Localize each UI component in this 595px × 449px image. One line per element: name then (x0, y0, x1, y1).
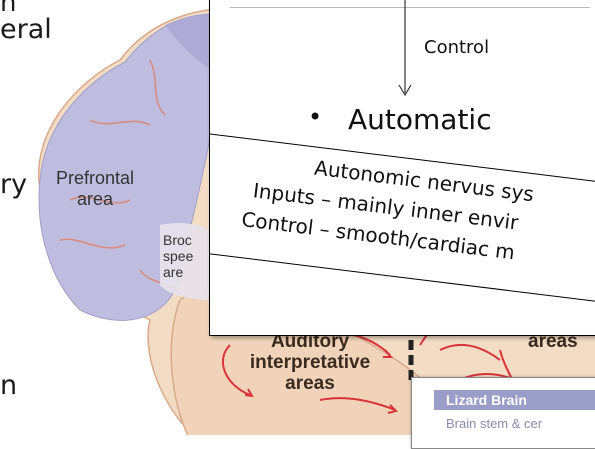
left-fragment-2: eral (0, 14, 52, 45)
lizard-brain-subtitle: Brain stem & cer (434, 416, 542, 431)
slide-overlay: Control • Automatic Autonomic nervus sys… (209, 0, 595, 336)
lizard-brain-title: Lizard Brain (434, 390, 595, 410)
prefrontal-area-label: Prefrontal area (40, 168, 150, 209)
bullet-dot: • (308, 103, 322, 131)
automatic-heading: Automatic (348, 103, 492, 136)
lizard-brain-card: Lizard Brain Brain stem & cer (411, 377, 595, 449)
control-label: Control (424, 37, 489, 58)
auditory-interpretative-areas-label: Auditory interpretative areas (220, 332, 400, 395)
left-fragment-4: n (0, 370, 17, 401)
broca-speech-area-label: Broc spee are (163, 232, 213, 280)
rotated-text-box: Autonomic nervus sys Inputs – mainly inn… (209, 131, 595, 306)
down-arrow-icon (390, 0, 420, 99)
left-fragment-3: ry (0, 169, 27, 200)
